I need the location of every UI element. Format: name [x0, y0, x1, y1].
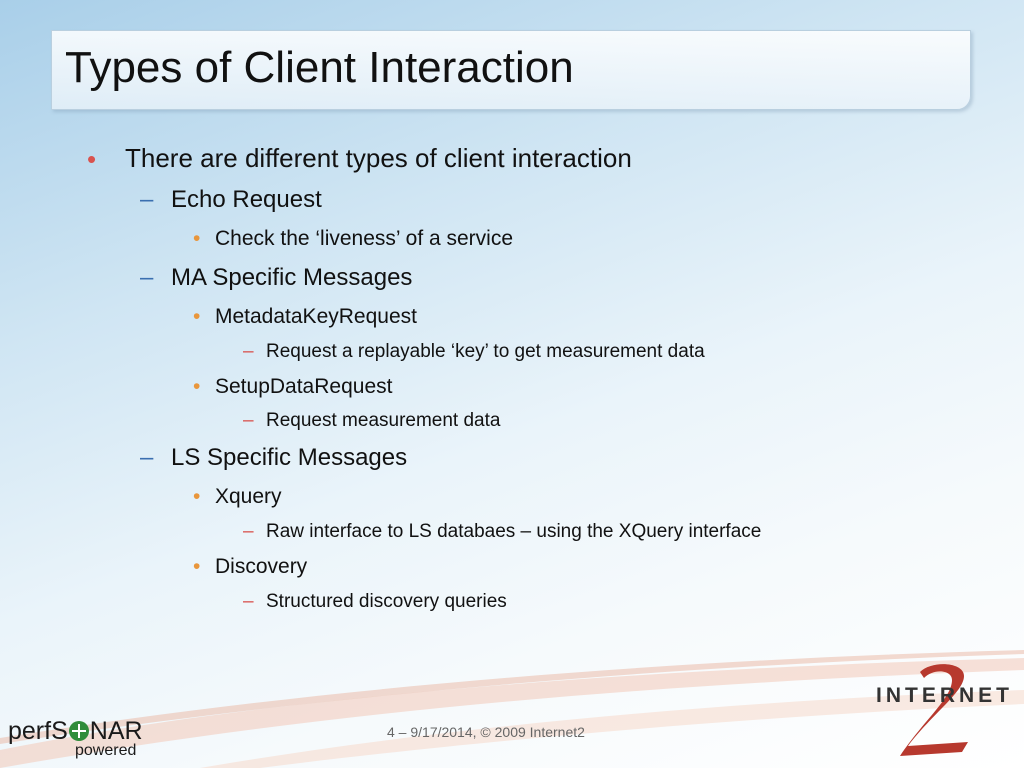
perfsonar-prefix: perfS — [8, 717, 68, 745]
internet2-logo: INTERNET — [872, 662, 1009, 762]
bullet-item: Request a replayable ‘key’ to get measur… — [266, 341, 705, 362]
bullet-item: MA Specific Messages — [171, 264, 413, 291]
bullet-icon: • — [193, 555, 201, 578]
dash-icon: – — [140, 444, 154, 471]
internet2-wordmark: INTERNET — [876, 684, 1013, 707]
bullet-icon: • — [87, 144, 97, 174]
dash-icon: – — [140, 264, 154, 291]
bullet-icon: • — [193, 485, 201, 508]
bullet-item: Structured discovery queries — [266, 591, 507, 612]
bullet-item: Xquery — [215, 485, 282, 508]
bullet-item: There are different types of client inte… — [125, 143, 632, 173]
dash-icon: – — [243, 591, 254, 612]
perfsonar-suffix: NAR — [89, 717, 143, 745]
internet2-digit-icon — [900, 664, 968, 756]
perfsonar-powered: powered — [75, 742, 137, 759]
footer-text: 4 – 9/17/2014, © 2009 Internet2 — [387, 724, 585, 740]
bullet-item: Raw interface to LS databaes – using the… — [266, 521, 762, 542]
dash-icon: – — [243, 521, 254, 542]
bullet-item: Discovery — [215, 555, 308, 578]
dash-icon: – — [243, 410, 254, 431]
bullet-item: Echo Request — [171, 186, 322, 213]
title-box: Types of Client Interaction — [51, 30, 971, 110]
bullet-item: Check the ‘liveness’ of a service — [215, 227, 514, 250]
bullet-item: MetadataKeyRequest — [215, 305, 417, 328]
bullet-item: LS Specific Messages — [171, 444, 408, 471]
perfsonar-wordmark: perfS NAR — [8, 717, 143, 746]
dash-icon: – — [140, 186, 154, 213]
slide-title: Types of Client Interaction — [65, 43, 574, 92]
decorative-swoosh — [0, 650, 1024, 768]
bullet-icon: • — [193, 375, 201, 398]
bullet-icon: • — [193, 305, 201, 328]
bullet-item: Request measurement data — [266, 410, 501, 431]
bullet-item: SetupDataRequest — [215, 375, 393, 398]
bullet-icon: • — [193, 227, 201, 250]
perfsonar-logo: perfS NAR powered — [8, 717, 148, 763]
globe-icon — [68, 721, 89, 741]
dash-icon: – — [243, 341, 254, 362]
